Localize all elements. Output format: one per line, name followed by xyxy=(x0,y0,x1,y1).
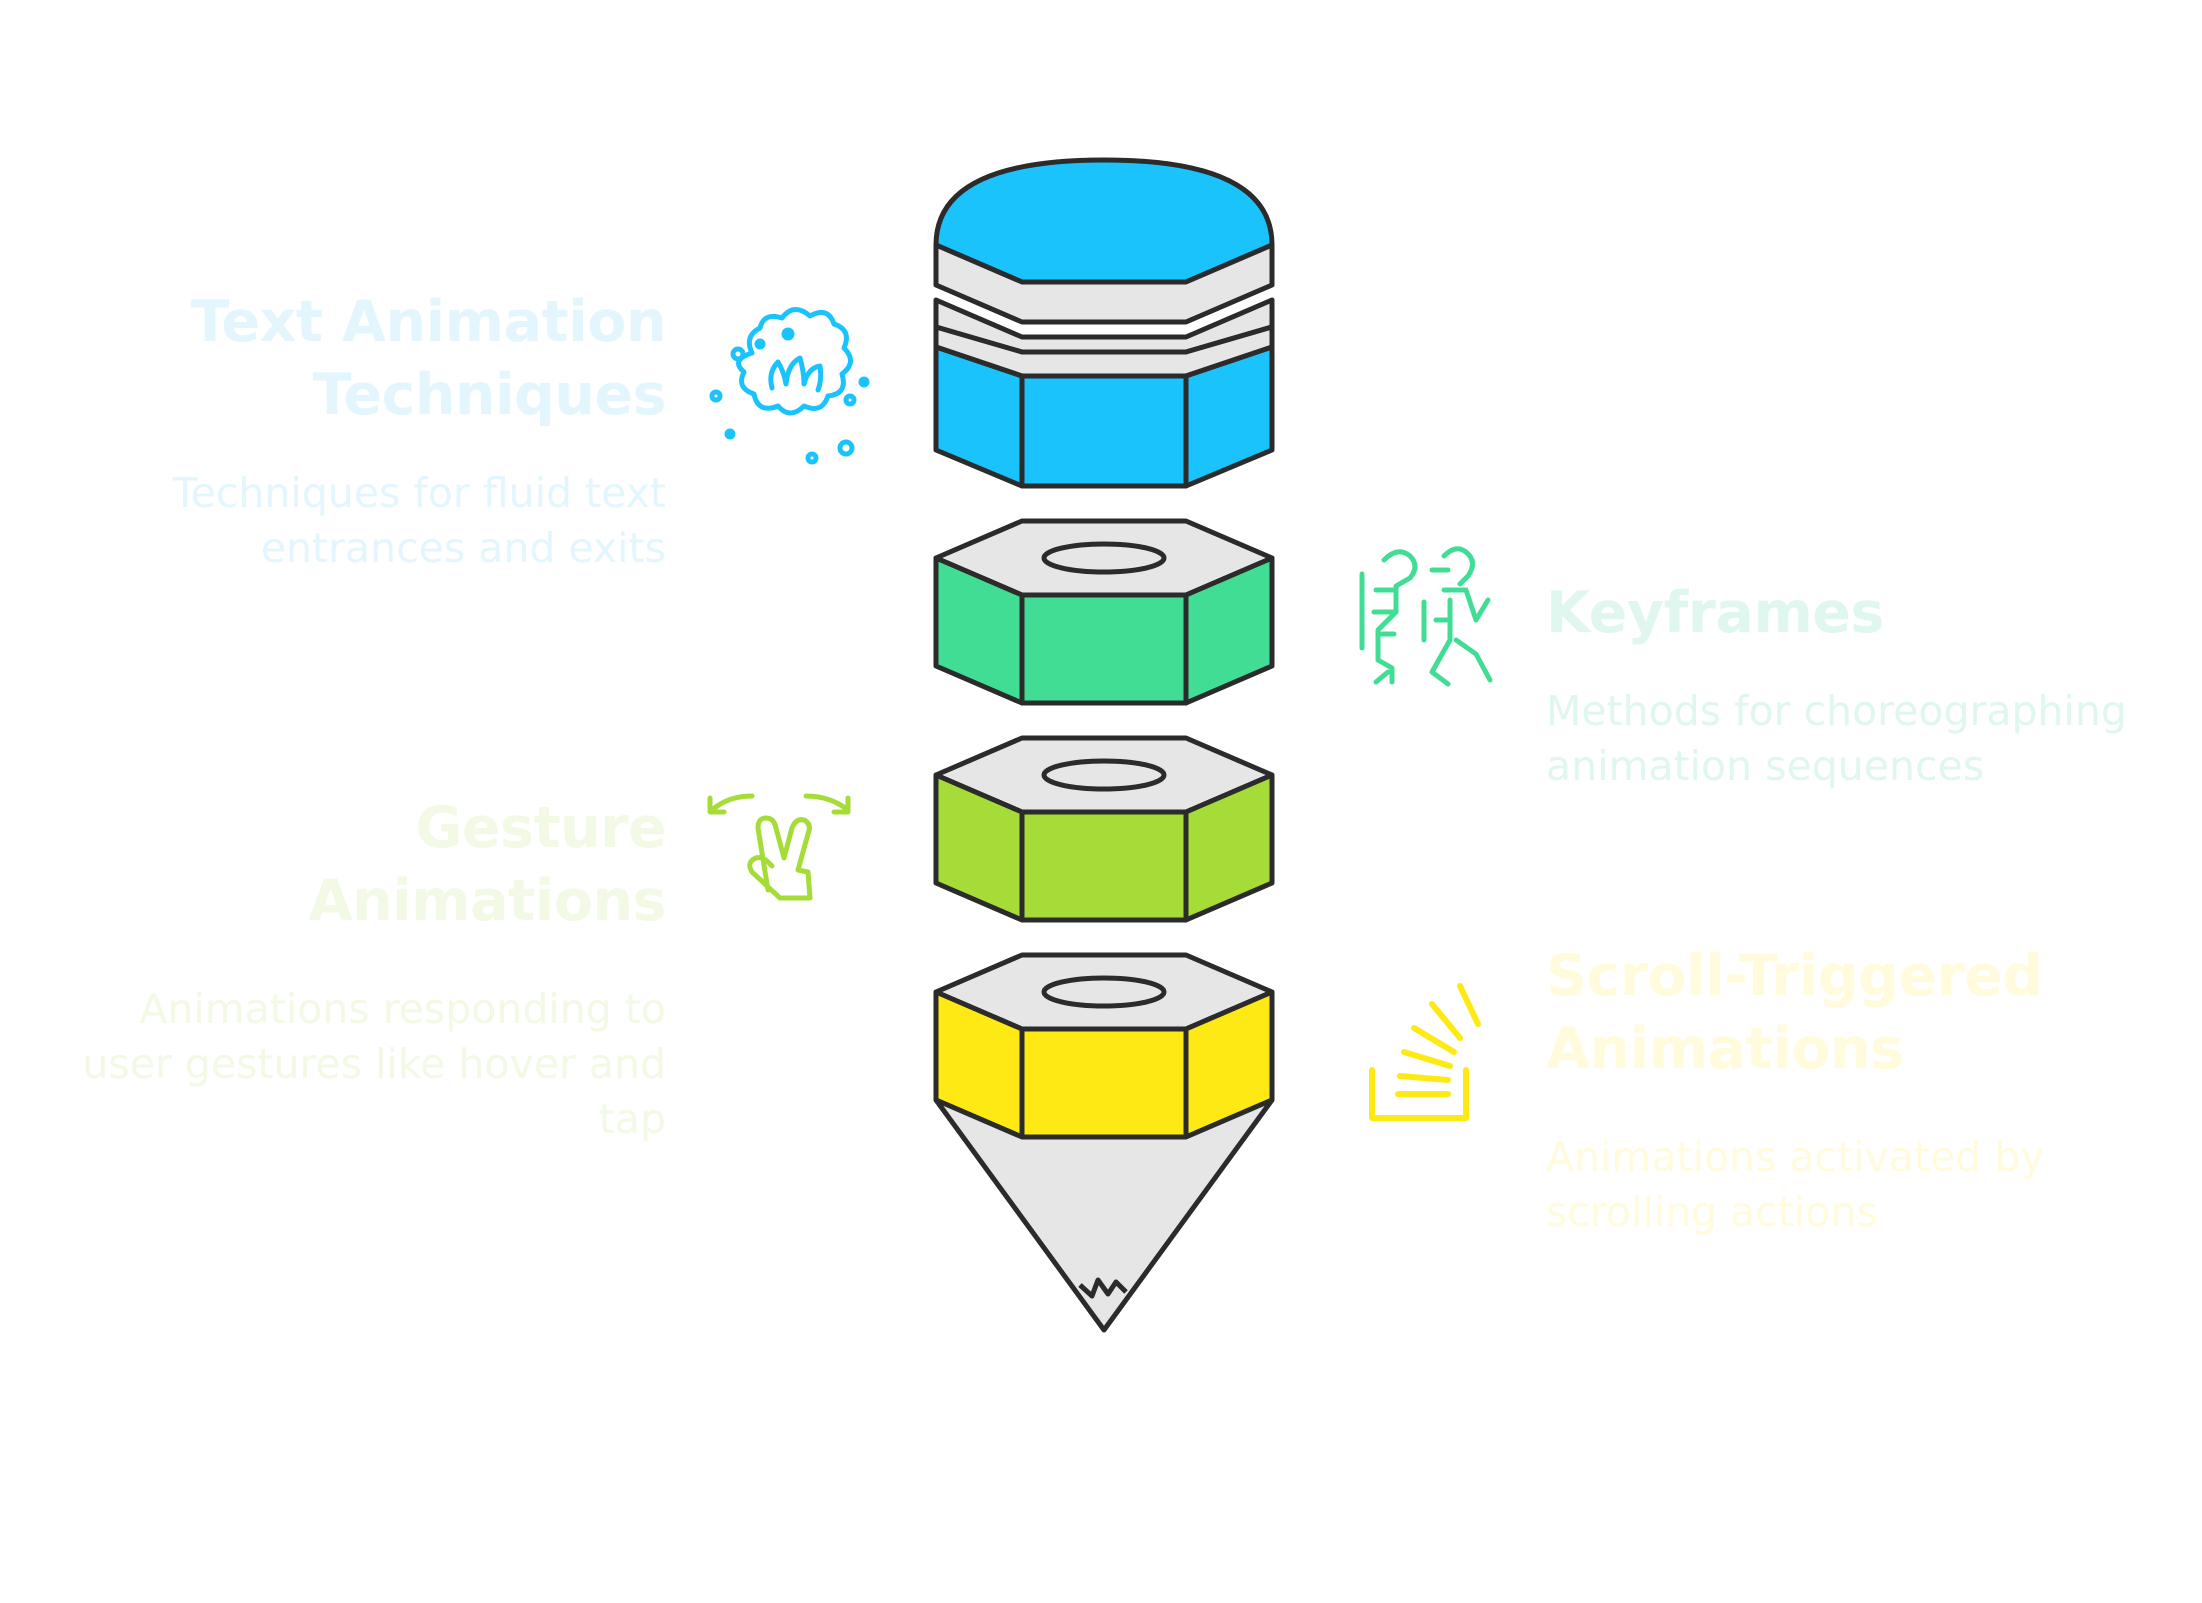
green-front-face xyxy=(1019,592,1189,706)
eraser-dome xyxy=(933,157,1275,285)
text-animation-title-line1: Text Animation xyxy=(190,289,667,355)
gesture-desc-line1: Animations responding to xyxy=(139,985,666,1033)
yellow-top-hole xyxy=(1041,975,1167,1009)
ferrule-band-top xyxy=(933,242,1275,325)
scroll-triggered-title: Scroll-Triggered Animations xyxy=(1546,940,2166,1086)
gesture-desc-line2: user gestures like hover and xyxy=(82,1040,666,1088)
keyframes-block: Keyframes Methods for choreographing ani… xyxy=(1546,577,2166,794)
green-top-hole xyxy=(1041,541,1167,575)
tip-cone xyxy=(933,1097,1275,1333)
text-animation-description: Techniques for fluid text entrances and … xyxy=(120,466,666,576)
keyframes-desc-line2: animation sequences xyxy=(1546,742,1985,790)
keyframes-desc-line1: Methods for choreographing xyxy=(1546,687,2127,735)
two-finger-gesture-icon xyxy=(707,793,851,901)
lime-right-face xyxy=(1183,772,1275,923)
gesture-animations-description: Animations responding to user gestures l… xyxy=(80,982,666,1147)
eraser-segment xyxy=(933,157,1275,489)
gesture-animations-title: Gesture Animations xyxy=(308,795,666,934)
green-right-face xyxy=(1183,555,1275,706)
lime-front-face xyxy=(1019,809,1189,923)
text-animation-title-line2: Techniques xyxy=(312,362,667,428)
tip-lead-break xyxy=(1078,1277,1128,1299)
text-animation-desc-line2: entrances and exits xyxy=(260,524,666,572)
eraser-body-right xyxy=(1183,344,1275,489)
lime-top-hole xyxy=(1041,758,1167,792)
eraser-body-front xyxy=(1019,373,1189,489)
scroll-desc-line2: scrolling actions xyxy=(1546,1188,1878,1236)
text-animation-desc-line1: Techniques for fluid text xyxy=(172,469,666,517)
scroll-title-line1: Scroll-Triggered xyxy=(1546,943,2043,1009)
scroll-triggered-description: Animations activated by scrolling action… xyxy=(1546,1130,2166,1240)
yellow-segment xyxy=(933,952,1275,1140)
keyframes-description: Methods for choreographing animation seq… xyxy=(1546,684,2166,794)
dance-figures-icon xyxy=(1359,546,1493,687)
pencil xyxy=(933,157,1275,1333)
gesture-animations-block: Gesture Animations Animations responding… xyxy=(80,792,666,1147)
gesture-desc-line3: tap xyxy=(598,1095,666,1143)
scroll-title-line2: Animations xyxy=(1546,1016,1904,1082)
scroll-desc-line1: Animations activated by xyxy=(1546,1133,2045,1181)
keyframes-title: Keyframes xyxy=(1546,580,1884,646)
pencil-tip xyxy=(933,1097,1275,1333)
lime-segment xyxy=(933,735,1275,923)
stack-overflow-icon xyxy=(1369,983,1481,1121)
text-animation-title: Text Animation Techniques xyxy=(120,286,667,432)
scroll-triggered-block: Scroll-Triggered Animations Animations a… xyxy=(1546,940,2166,1240)
meetup-icon xyxy=(709,307,870,465)
yellow-front-face xyxy=(1019,1026,1189,1140)
green-segment xyxy=(933,518,1275,706)
text-animation-block: Text Animation Techniques Techniques for… xyxy=(120,286,667,576)
